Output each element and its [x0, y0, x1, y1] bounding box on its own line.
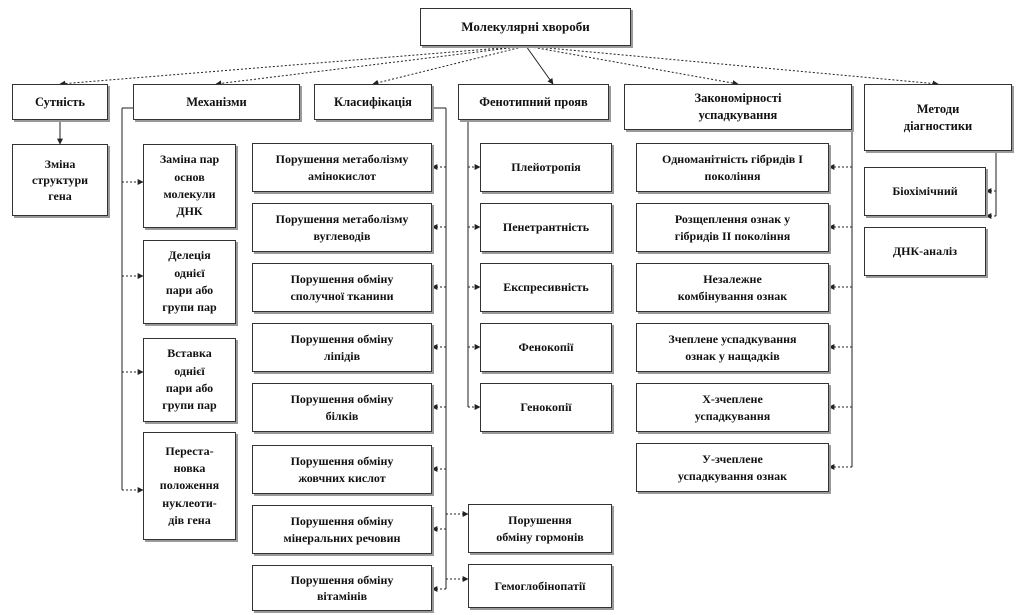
- inheritance-item-x-linked: Х-зчеплене успадкування: [636, 383, 829, 432]
- connector-root-essence: [59, 45, 527, 87]
- classification-item-hormones: Порушення обміну гормонів: [468, 504, 612, 553]
- inheritance-item-segregation: Розщеплення ознак у гібридів ІІ поколінн…: [636, 203, 829, 252]
- classification-item-bile-acids: Порушення обміну жовчних кислот: [252, 445, 432, 494]
- classification-item-proteins: Порушення обміну білків: [252, 383, 432, 432]
- phenotype-item-phenocopies: Фенокопії: [480, 323, 612, 372]
- category-inheritance: Закономірності успадкування: [624, 84, 852, 130]
- connector-root-diagnostics: [525, 45, 939, 87]
- inheritance-item-linked: Зчеплене успадкування ознак у нащадків: [636, 323, 829, 372]
- classification-item-hemoglobinopathies: Гемоглобінопатії: [468, 564, 612, 608]
- inheritance-item-y-linked: У-зчеплене успадкування ознак: [636, 443, 829, 492]
- category-essence: Сутність: [12, 84, 108, 120]
- mechanism-item-substitution: Заміна пар основ молекули ДНК: [143, 144, 236, 228]
- mechanism-item-insertion: Вставка однієї пари або групи пар: [143, 338, 236, 422]
- connector-root-phenotype: [525, 45, 554, 85]
- phenotype-item-genocopies: Генокопії: [480, 383, 612, 432]
- classification-item-carbohydrates: Порушення метаболізму вуглеводів: [252, 203, 432, 252]
- classification-item-vitamins: Порушення обміну вітамінів: [252, 565, 432, 611]
- connector-root-mechanisms: [215, 45, 527, 87]
- diagnostics-item-dna-analysis: ДНК-аналіз: [864, 227, 986, 276]
- connector-root-classification: [372, 45, 527, 86]
- classification-item-amino-acids: Порушення метаболізму амінокислот: [252, 143, 432, 192]
- classification-item-connective-tissue: Порушення обміну сполучної тканини: [252, 263, 432, 312]
- essence-item-gene-change: Зміна структури гена: [12, 144, 108, 216]
- classification-item-lipids: Порушення обміну ліпідів: [252, 323, 432, 372]
- category-classification: Класифікація: [314, 84, 432, 120]
- inheritance-item-uniformity: Одноманітність гібридів І покоління: [636, 143, 829, 192]
- phenotype-item-expressivity: Експресивність: [480, 263, 612, 312]
- phenotype-item-penetrance: Пенетрантність: [480, 203, 612, 252]
- category-mechanisms: Механізми: [133, 84, 300, 120]
- root-title: Молекулярні хвороби: [420, 8, 631, 46]
- category-phenotype: Фенотипний прояв: [458, 84, 609, 120]
- classification-item-minerals: Порушення обміну мінеральних речовин: [252, 505, 432, 554]
- diagnostics-item-biochemical: Біохімічний: [864, 167, 986, 216]
- mechanism-item-rearrangement: Переста- новка положення нуклеоти- дів г…: [143, 432, 236, 540]
- phenotype-item-pleiotropy: Плейотропія: [480, 143, 612, 192]
- connector-root-inheritance: [525, 45, 739, 87]
- inheritance-item-independent-assortment: Незалежне комбінування ознак: [636, 263, 829, 312]
- mechanism-item-deletion: Делеція однієї пари або групи пар: [143, 240, 236, 324]
- category-diagnostics: Методи діагностики: [864, 84, 1012, 151]
